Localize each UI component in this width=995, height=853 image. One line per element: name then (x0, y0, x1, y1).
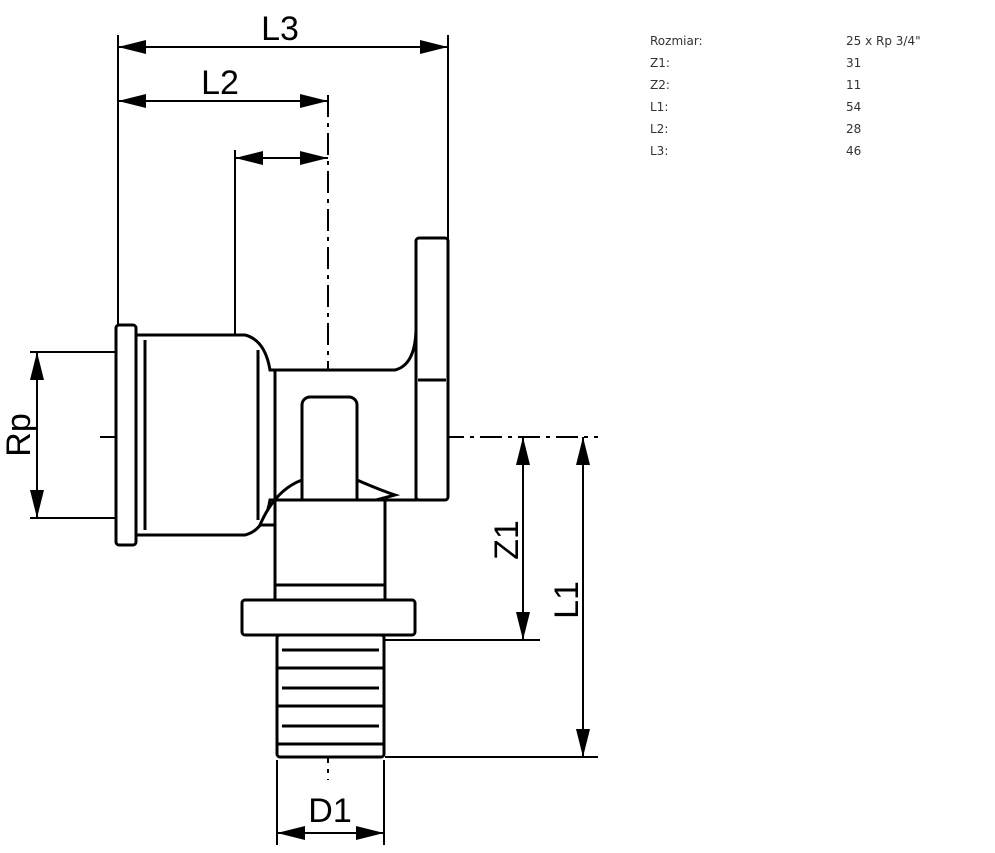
fitting-body (114, 236, 450, 759)
spec-value: 31 (846, 56, 862, 70)
spec-key: L3: (650, 144, 669, 158)
spec-row: L2: 28 (650, 118, 921, 140)
spec-value: 54 (846, 100, 862, 114)
spec-key: L2: (650, 122, 669, 136)
label-Z1: Z1 (488, 520, 526, 560)
label-D1: D1 (308, 792, 351, 830)
spec-key: Z2: (650, 78, 670, 92)
spec-value: 46 (846, 144, 862, 158)
spec-row: L3: 46 (650, 140, 921, 162)
spec-key: L1: (650, 100, 669, 114)
spec-table: Rozmiar: 25 x Rp 3/4" Z1: 31 Z2: 11 L1: 54 L… (650, 30, 921, 162)
label-Rp: Rp (0, 413, 38, 456)
spec-value: 25 x Rp 3/4" (846, 34, 921, 48)
spec-row: Z2: 11 (650, 74, 921, 96)
spec-row: Z1: 31 (650, 52, 921, 74)
spec-value: 11 (846, 78, 862, 92)
spec-key: Z1: (650, 56, 670, 70)
label-L1: L1 (548, 581, 586, 619)
label-L2: L2 (201, 64, 239, 102)
spec-value: 28 (846, 122, 862, 136)
label-L3: L3 (261, 10, 299, 48)
spec-row: L1: 54 (650, 96, 921, 118)
spec-key: Rozmiar: (650, 34, 703, 48)
spec-row: Rozmiar: 25 x Rp 3/4" (650, 30, 921, 52)
